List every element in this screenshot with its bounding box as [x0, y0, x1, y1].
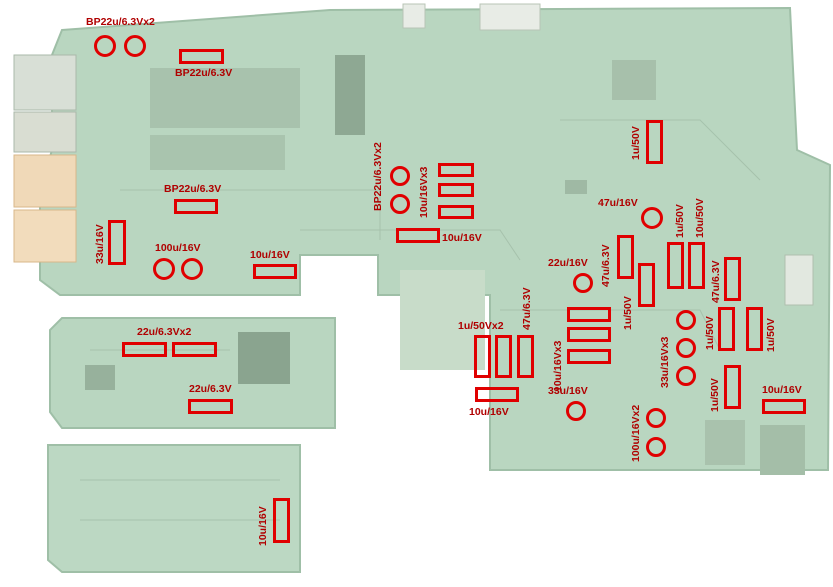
- cap-marker-rect: [724, 365, 741, 409]
- cap-label: 22u/16V: [548, 257, 588, 269]
- cap-label: BP22u/6.3Vx2: [86, 16, 155, 28]
- cap-label: 1u/50V: [704, 316, 716, 350]
- cap-label: 22u/6.3V: [189, 383, 232, 395]
- cap-marker-rect: [253, 264, 297, 279]
- cap-label: 1u/50V: [630, 126, 642, 160]
- cap-label: BP22u/6.3V: [164, 183, 222, 195]
- sub-chip-1: [238, 332, 290, 384]
- sub-chip-2: [85, 365, 115, 390]
- cap-label: 47u/6.3V: [521, 287, 533, 330]
- cap-marker-circle: [676, 310, 696, 330]
- cap-marker-rect: [567, 349, 611, 364]
- cap-label: 100u/16V: [155, 242, 201, 254]
- cap-label: 10u/16V: [442, 232, 482, 244]
- cap-label: 10u/16V: [257, 506, 269, 546]
- cap-label: BP22u/6.3V: [175, 67, 233, 79]
- left-connector-1: [13, 54, 77, 111]
- cap-marker-rect: [517, 335, 534, 378]
- cap-marker-rect: [495, 335, 512, 378]
- cap-marker-rect: [396, 228, 440, 243]
- cap-marker-circle: [676, 338, 696, 358]
- cap-marker-rect: [273, 498, 290, 543]
- cap-label: 1u/50Vx2: [458, 320, 504, 332]
- cap-marker-rect: [179, 49, 224, 64]
- cap-marker-rect: [567, 307, 611, 322]
- cap-marker-circle: [390, 194, 410, 214]
- chip-4: [400, 270, 485, 370]
- cap-label: 1u/50V: [709, 378, 721, 412]
- chip-8: [705, 420, 745, 465]
- cap-marker-rect: [174, 199, 218, 214]
- cap-label: 47u/6.3V: [600, 244, 612, 287]
- cap-marker-rect: [718, 307, 735, 351]
- cap-marker-circle: [646, 408, 666, 428]
- cap-marker-circle: [181, 258, 203, 280]
- cap-label: 47u/6.3V: [710, 260, 722, 303]
- cap-marker-rect: [724, 257, 741, 301]
- cap-label: 10u/50V: [694, 198, 706, 238]
- cap-label: 33u/16V: [548, 385, 588, 397]
- cap-marker-rect: [762, 399, 806, 414]
- chip-6: [565, 180, 587, 194]
- cap-marker-rect: [122, 342, 167, 357]
- cap-marker-circle: [573, 273, 593, 293]
- cap-marker-rect: [438, 163, 474, 177]
- sub-board-2: [47, 444, 301, 573]
- cap-marker-circle: [124, 35, 146, 57]
- left-connector-2: [13, 111, 77, 153]
- cap-marker-rect: [567, 327, 611, 342]
- cap-label: 22u/6.3Vx2: [137, 326, 192, 338]
- cap-label: 1u/50V: [622, 296, 634, 330]
- cap-label: 33u/16Vx3: [659, 336, 671, 388]
- left-connector-3: [13, 154, 77, 208]
- cap-marker-rect: [638, 263, 655, 307]
- cap-marker-circle: [676, 366, 696, 386]
- cap-label: 100u/16Vx2: [630, 404, 642, 462]
- cap-label: 10u/16V: [250, 249, 290, 261]
- chip-7: [784, 254, 814, 306]
- cap-marker-rect: [688, 242, 705, 289]
- cap-marker-rect: [667, 242, 684, 289]
- cap-label: 1u/50V: [674, 204, 686, 238]
- cap-label: BP22u/6.3Vx2: [372, 142, 384, 211]
- cap-marker-circle: [566, 401, 586, 421]
- cap-marker-rect: [646, 120, 663, 164]
- cap-label: 10u/16Vx3: [418, 166, 430, 218]
- cap-marker-circle: [646, 437, 666, 457]
- top-connector-2: [479, 3, 541, 31]
- cap-marker-circle: [94, 35, 116, 57]
- cap-marker-rect: [746, 307, 763, 351]
- cap-marker-circle: [153, 258, 175, 280]
- cap-marker-rect: [438, 183, 474, 197]
- cap-label: 1u/50V: [765, 318, 777, 352]
- cap-label: 47u/16V: [598, 197, 638, 209]
- chip-9: [760, 425, 805, 475]
- cap-marker-rect: [172, 342, 217, 357]
- cap-marker-circle: [641, 207, 663, 229]
- cap-marker-rect: [188, 399, 233, 414]
- cap-marker-rect: [617, 235, 634, 279]
- cap-marker-rect: [475, 387, 519, 402]
- cap-marker-rect: [474, 335, 491, 378]
- cap-marker-rect: [108, 220, 126, 265]
- chip-1: [150, 68, 300, 128]
- top-connector-1: [402, 3, 426, 29]
- chip-2: [335, 55, 365, 135]
- cap-label: 10u/16V: [469, 406, 509, 418]
- cap-label: 33u/16V: [94, 224, 106, 264]
- cap-marker-circle: [390, 166, 410, 186]
- cap-marker-rect: [438, 205, 474, 219]
- chip-3: [150, 135, 285, 170]
- left-connector-4: [13, 209, 77, 263]
- cap-label: 10u/16V: [762, 384, 802, 396]
- chip-5: [612, 60, 656, 100]
